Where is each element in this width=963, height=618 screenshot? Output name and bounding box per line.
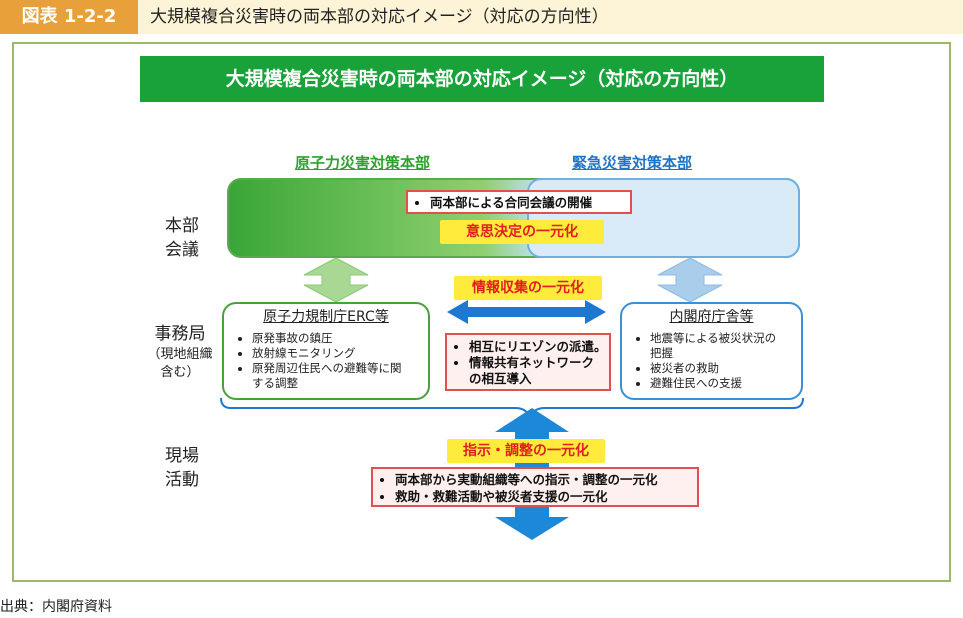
row-label-hq: 本部会議 (165, 216, 199, 260)
field-item: 救助・救難活動や被災者支援の一元化 (395, 488, 697, 505)
nuclear-hq-title: 原子力災害対策本部 (295, 154, 431, 172)
figure-number: 図表 1-2-2 (0, 0, 138, 34)
nuclear-office-box: 原子力規制庁ERC等 原発事故の鎮圧 放射線モニタリング 原発周辺住民への避難等… (222, 302, 430, 400)
figure-title: 大規模複合災害時の両本部の対応イメージ（対応の方向性） (150, 7, 609, 27)
liaison-arrow (447, 300, 606, 324)
joint-meeting-item: 両本部による合同会議の開催 (430, 192, 630, 211)
cabinet-office-item: 被災者の救助 (650, 361, 801, 376)
liaison-item: 相互にリエゾンの派遣。 (469, 339, 609, 355)
decision-label: 意思決定の一元化 (440, 220, 604, 244)
field-item: 両本部から実動組織等への指示・調整の一元化 (395, 471, 697, 488)
cabinet-office-item: 把握 (650, 346, 673, 360)
nuclear-office-item: 原発事故の鎮圧 (252, 331, 428, 346)
info-collection-label: 情報収集の一元化 (454, 276, 602, 300)
office-brace (220, 397, 804, 422)
nuclear-office-item: 原発周辺住民への避難等に関 (252, 361, 428, 376)
liaison-item: 情報共有ネットワーク (469, 355, 609, 371)
field-activities-box: 両本部から実動組織等への指示・調整の一元化 救助・救難活動や被災者支援の一元化 (371, 467, 699, 507)
cabinet-office-item: 避難住民への支援 (650, 376, 801, 391)
hq-office-arrow-left (303, 257, 369, 303)
nuclear-office-title: 原子力規制庁ERC等 (263, 309, 389, 325)
hq-office-arrow-right (657, 257, 723, 303)
emergency-hq-title: 緊急災害対策本部 (572, 154, 693, 172)
cabinet-office-box: 内閣府庁舎等 地震等による被災状況の 把握 被災者の救助 避難住民への支援 (620, 302, 803, 400)
diagram-banner: 大規模複合災害時の両本部の対応イメージ（対応の方向性） (140, 56, 824, 102)
nuclear-office-item: 放射線モニタリング (252, 346, 428, 361)
field-coordination-label: 指示・調整の一元化 (447, 439, 605, 463)
liaison-item: の相互導入 (469, 371, 532, 386)
figure-header: 図表 1-2-2 大規模複合災害時の両本部の対応イメージ（対応の方向性） (0, 0, 963, 34)
row-label-field: 現場活動 (165, 446, 199, 490)
cabinet-office-title: 内閣府庁舎等 (669, 309, 754, 325)
row-label-office: 事務局 （現地組織 含む） (147, 324, 213, 380)
cabinet-office-item: 地震等による被災状況の (650, 331, 801, 346)
nuclear-office-item: する調整 (252, 376, 298, 390)
source-credit: 出典：内閣府資料 (0, 599, 112, 615)
liaison-box: 相互にリエゾンの派遣。 情報共有ネットワーク の相互導入 (445, 333, 611, 391)
joint-meeting-box: 両本部による合同会議の開催 (406, 190, 632, 214)
